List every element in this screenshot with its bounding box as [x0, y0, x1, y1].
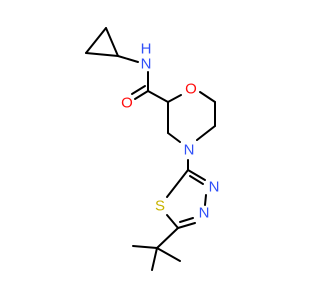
thiadiazole-ring: [166, 169, 207, 229]
bond: [156, 247, 181, 262]
bond: [166, 214, 179, 229]
atom-labels: N H O O N N N S: [121, 41, 219, 222]
structure-drawing: N H O O N N N S: [85, 27, 219, 271]
bond: [131, 85, 146, 95]
bond: [85, 27, 107, 54]
bond: [189, 175, 204, 185]
atom-label-thiadiazole-nitrogen-4: N: [209, 179, 220, 196]
bond: [166, 169, 189, 198]
bond: [151, 247, 158, 271]
morpholine-ring: [167, 91, 216, 143]
atom-label-h: H: [141, 41, 152, 58]
atom-label-carbonyl-oxygen: O: [121, 95, 133, 112]
atom-label-sulfur: S: [155, 198, 165, 215]
atom-label-morpholine-nitrogen: N: [184, 142, 195, 159]
bond: [156, 227, 179, 249]
tert-butyl-group: [132, 227, 181, 271]
bond: [117, 55, 139, 63]
molecule-canvas: N H O O N N N S: [85, 27, 219, 271]
bond: [85, 52, 119, 57]
bond: [187, 169, 206, 181]
bond: [199, 91, 216, 103]
atom-label-morpholine-oxygen: O: [185, 81, 197, 98]
bond: [167, 132, 181, 143]
bond: [177, 222, 196, 229]
bond: [167, 94, 182, 103]
bond: [132, 245, 158, 249]
atom-label-nh: N: [141, 56, 152, 73]
bond: [147, 90, 169, 103]
bond: [204, 194, 207, 206]
bond: [105, 27, 119, 57]
bond: [196, 125, 216, 141]
carbonyl-double-bond: [131, 85, 149, 100]
atom-label-thiadiazole-nitrogen-3: N: [199, 205, 210, 222]
cyclopropyl-ring: [85, 27, 119, 57]
bond: [179, 217, 194, 223]
bond: [134, 90, 149, 100]
